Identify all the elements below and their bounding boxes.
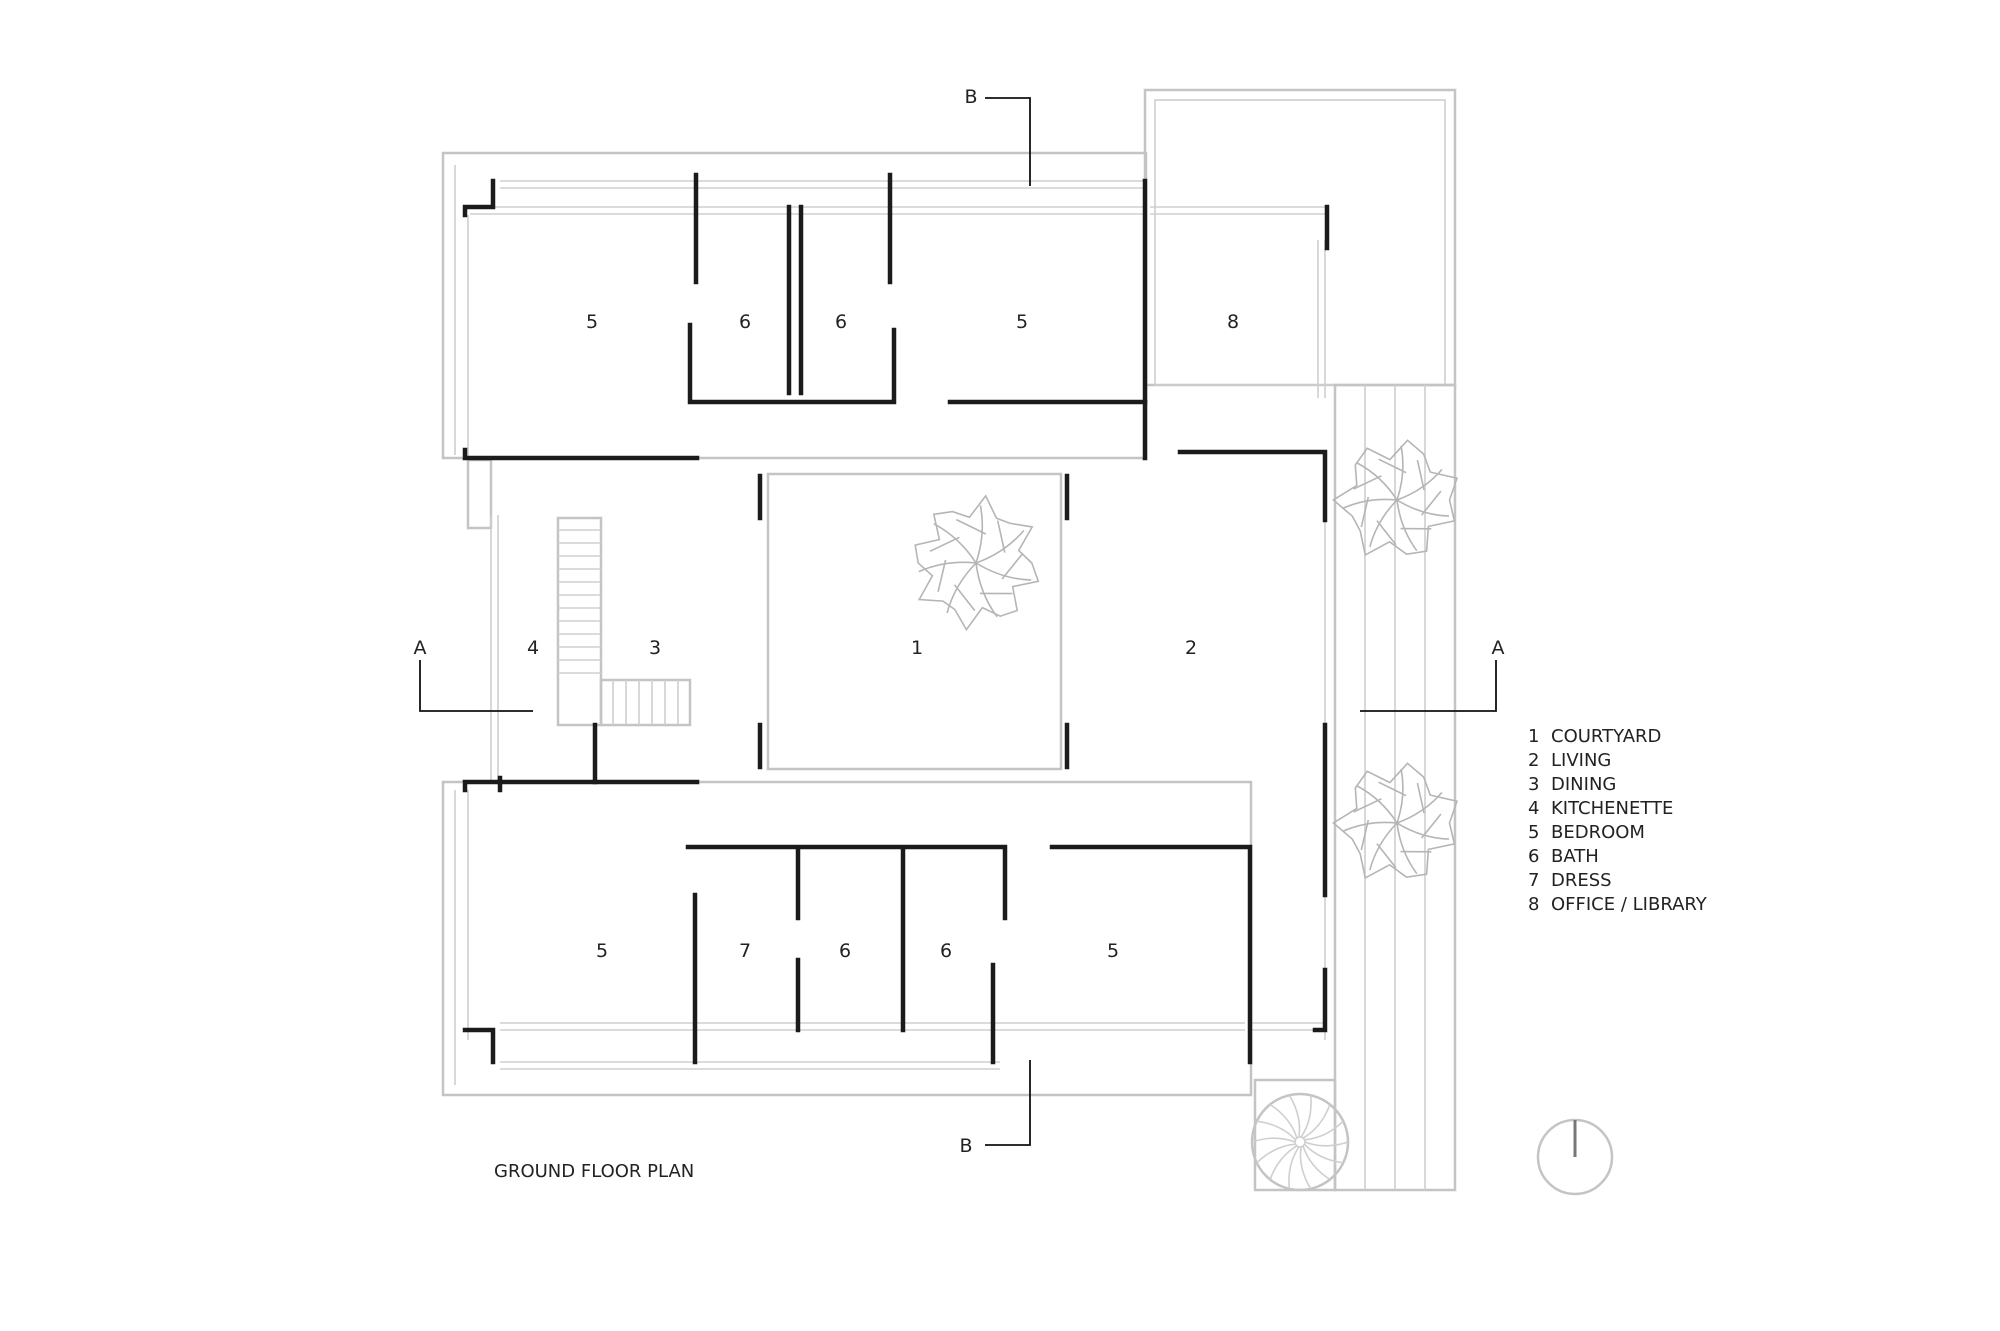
section-label-b-top: B bbox=[964, 86, 977, 108]
legend-number: 7 bbox=[1528, 870, 1539, 891]
section-label-a-right: A bbox=[1492, 637, 1505, 659]
room-label-bedroom: 5 bbox=[1016, 311, 1028, 333]
legend-number: 6 bbox=[1528, 846, 1539, 867]
room-label-bedroom: 5 bbox=[596, 940, 608, 962]
room-label-bath: 6 bbox=[739, 311, 751, 333]
legend-number: 3 bbox=[1528, 774, 1539, 795]
legend-name: BEDROOM bbox=[1551, 822, 1645, 843]
room-label-office-library: 8 bbox=[1227, 311, 1239, 333]
north-arrow-icon bbox=[1536, 1118, 1614, 1196]
tree-icon bbox=[1332, 762, 1459, 880]
stair-treads bbox=[558, 529, 679, 725]
room-label-dress: 7 bbox=[739, 940, 751, 962]
legend-name: OFFICE / LIBRARY bbox=[1551, 894, 1708, 915]
terrace-outlines bbox=[441, 88, 1457, 1192]
legend: 1 COURTYARD 2 LIVING 3 DINING 4 KITCHENE… bbox=[1528, 726, 1708, 915]
legend-name: LIVING bbox=[1551, 750, 1611, 771]
room-label-bath: 6 bbox=[940, 940, 952, 962]
section-cut-a-right bbox=[1360, 660, 1497, 712]
legend-number: 8 bbox=[1528, 894, 1539, 915]
legend-name: DINING bbox=[1551, 774, 1616, 795]
section-cut-b-bottom bbox=[985, 1060, 1031, 1146]
legend-number: 1 bbox=[1528, 726, 1539, 747]
legend-number: 4 bbox=[1528, 798, 1539, 819]
room-label-bedroom: 5 bbox=[586, 311, 598, 333]
legend-name: BATH bbox=[1551, 846, 1599, 867]
room-label-bath: 6 bbox=[835, 311, 847, 333]
section-label-a-left: A bbox=[414, 637, 427, 659]
room-label-kitchenette: 4 bbox=[527, 637, 539, 659]
legend-number: 5 bbox=[1528, 822, 1539, 843]
section-cut-b-top bbox=[985, 97, 1031, 186]
plan-title: GROUND FLOOR PLAN bbox=[494, 1161, 694, 1182]
legend-name: KITCHENETTE bbox=[1551, 798, 1673, 819]
legend-name: COURTYARD bbox=[1551, 726, 1661, 747]
room-label-bedroom: 5 bbox=[1107, 940, 1119, 962]
room-label-living: 2 bbox=[1185, 637, 1197, 659]
room-label-dining: 3 bbox=[649, 637, 661, 659]
room-label-bath: 6 bbox=[839, 940, 851, 962]
tree-icon bbox=[1332, 439, 1459, 557]
room-label-courtyard: 1 bbox=[911, 637, 923, 659]
legend-name: DRESS bbox=[1551, 870, 1612, 891]
legend-number: 2 bbox=[1528, 750, 1539, 771]
section-label-b-bottom: B bbox=[959, 1135, 972, 1157]
walls bbox=[462, 172, 1330, 1065]
spiral-stair-icon bbox=[1250, 1092, 1350, 1192]
section-cut-a-left bbox=[419, 660, 533, 712]
tree-icon bbox=[914, 494, 1040, 632]
